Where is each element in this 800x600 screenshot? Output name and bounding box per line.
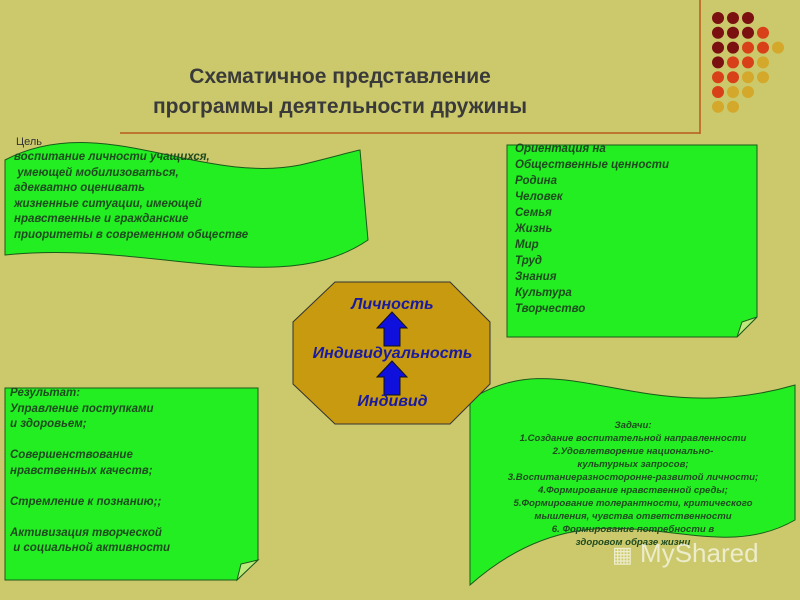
decorative-dot xyxy=(712,56,724,69)
values-line: Труд xyxy=(515,255,542,267)
values-line: Ориентация на xyxy=(515,143,606,155)
decorative-dot xyxy=(727,100,739,113)
tasks-line: здоровом образе жизни xyxy=(575,537,691,548)
decorative-dot xyxy=(712,12,724,24)
decorative-dot xyxy=(727,12,739,24)
tasks-line: 3.Воспитаниеразносторонне-развитой лично… xyxy=(507,472,759,483)
result-line: Стремление к познанию;; xyxy=(10,495,162,508)
decorative-dot xyxy=(712,86,724,98)
tasks-banner xyxy=(469,378,796,587)
decorative-dot xyxy=(727,26,739,39)
result-box-fold xyxy=(236,559,260,582)
arrow-up-icon xyxy=(375,360,409,396)
decorative-dot xyxy=(742,12,754,24)
tasks-line: Задачи: xyxy=(614,420,652,431)
decorative-dots xyxy=(712,12,784,113)
decorative-dot xyxy=(727,71,739,84)
goal-line: умеющей мобилизоваться, xyxy=(14,166,179,179)
page-title: Схематичное представление программы деят… xyxy=(60,62,620,122)
values-line: Родина xyxy=(515,175,558,187)
values-line: Знания xyxy=(515,271,557,283)
decorative-dot xyxy=(772,41,784,54)
goal-line: приоритеты в современном обществе xyxy=(14,228,249,241)
center-octagon xyxy=(292,281,491,425)
decorative-dot xyxy=(727,41,739,54)
decorative-dot xyxy=(757,41,769,54)
tasks-line: 5.Формирование толерантности, критическо… xyxy=(513,498,753,509)
result-line: Совершенствование xyxy=(10,449,133,461)
values-line: Культура xyxy=(515,287,572,299)
values-line: Мир xyxy=(515,239,539,251)
tasks-line: мышления, чувства ответственности xyxy=(534,511,732,522)
result-line: Управление поступками xyxy=(10,402,154,415)
goal-text: воспитание личности учащихся, умеющей мо… xyxy=(14,150,248,243)
values-text: Ориентация на Общественные ценности Роди… xyxy=(515,141,669,317)
decorative-dot xyxy=(712,26,724,39)
result-line xyxy=(10,433,170,449)
tasks-line: 1.Создание воспитательной направленности xyxy=(519,433,747,444)
decorative-dot xyxy=(757,71,769,84)
result-line: нравственных качеств; xyxy=(10,464,153,477)
values-line: Общественные ценности xyxy=(515,159,669,171)
tasks-line: 6. Формирование потребности в xyxy=(551,524,715,535)
decorative-dot xyxy=(742,56,754,69)
center-personality: Личность xyxy=(351,296,434,313)
watermark-text: MyShared xyxy=(640,538,759,568)
values-line: Творчество xyxy=(515,303,586,315)
decorative-dot xyxy=(742,41,754,54)
result-line xyxy=(10,479,170,495)
tasks-text: Задачи: 1.Создание воспитательной направ… xyxy=(478,419,788,549)
result-line: Результат: xyxy=(10,387,81,399)
tasks-line: культурных запросов; xyxy=(577,459,689,470)
arrow-up-icon xyxy=(375,311,409,347)
result-text: Результат: Управление поступками и здоро… xyxy=(10,386,170,557)
tasks-line: 4.Формирование нравственной среды; xyxy=(538,485,728,496)
title-line: Схематичное представление xyxy=(189,65,491,88)
decorative-dot xyxy=(712,41,724,54)
center-individual: Индивид xyxy=(357,393,428,410)
goal-line: адекватно оценивать xyxy=(14,182,145,194)
values-line: Человек xyxy=(515,191,563,203)
result-line: и здоровьем; xyxy=(10,418,87,430)
title-line: программы деятельности дружины xyxy=(152,95,528,118)
tasks-line: 2.Удовлетворение национально- xyxy=(552,446,714,457)
decorative-dot xyxy=(742,71,754,84)
presentation-icon: ▦ xyxy=(612,542,633,567)
goal-line: воспитание личности учащихся, xyxy=(14,151,210,163)
decorative-dot xyxy=(727,86,739,98)
decorative-dot xyxy=(757,26,769,39)
goal-banner xyxy=(4,141,369,268)
values-line: Жизнь xyxy=(515,223,553,235)
watermark: ▦ MyShared xyxy=(612,538,759,569)
values-box-fold xyxy=(736,316,758,338)
center-individuality: Индивидуальность xyxy=(312,345,473,362)
result-line xyxy=(10,510,170,526)
decorative-dot xyxy=(742,26,754,39)
goal-heading: Цель xyxy=(16,136,43,148)
decorative-dot xyxy=(712,71,724,84)
decorative-dot xyxy=(757,56,769,69)
goal-line: жизненные ситуации, имеющей xyxy=(14,197,202,210)
decorative-dot xyxy=(727,56,739,69)
result-line: и социальной активности xyxy=(10,542,171,554)
decorative-dot xyxy=(742,86,754,98)
values-line: Семья xyxy=(515,207,552,219)
result-line: Активизация творческой xyxy=(10,526,162,539)
goal-line: нравственные и гражданские xyxy=(14,213,189,225)
decorative-dot xyxy=(712,100,724,113)
